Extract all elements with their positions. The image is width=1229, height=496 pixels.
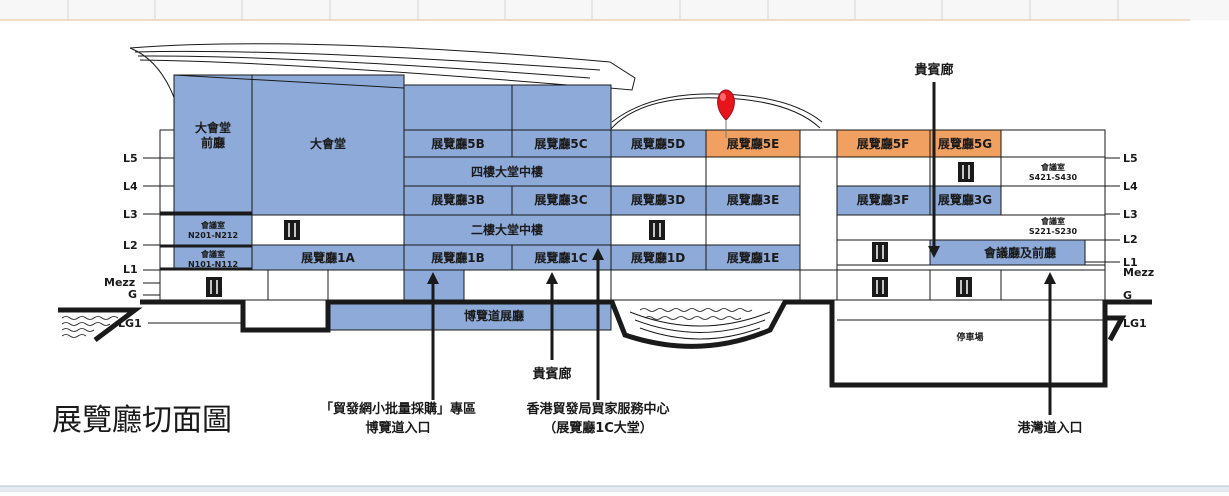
hall-3g	[929, 185, 1002, 216]
hall-1e	[705, 244, 801, 271]
level-l2-right: L2	[1123, 233, 1138, 246]
meeting-room-labels: 會議室 N201-N212 會議室 N101-N112 會議室 S421-S43…	[188, 162, 1078, 269]
callout-service-1: 香港貿發局買家服務中心	[525, 401, 669, 417]
meeting-range-n101: N101-N112	[188, 260, 238, 269]
grand-hall	[251, 74, 405, 216]
meeting-label-s421: 會議室	[1040, 162, 1065, 172]
diagram-title: 展覽廳切面圖	[52, 403, 232, 438]
level-l4-right: L4	[1123, 180, 1138, 193]
concourse-l4	[403, 156, 612, 187]
hall-3d	[610, 185, 707, 216]
east-block	[836, 129, 1106, 301]
west-block	[159, 74, 612, 331]
callout-arrows	[427, 82, 1056, 415]
level-mezz-left: Mezz	[104, 276, 135, 289]
label-hall-1e: 展覽廳1E	[727, 250, 780, 265]
conference-foyer	[929, 239, 1086, 266]
restaurant-icons	[206, 162, 974, 297]
hall-5b	[403, 129, 513, 158]
meeting-range-s421: S421-S430	[1029, 173, 1078, 182]
label-hall-5g: 展覽廳5G	[938, 136, 992, 151]
label-hall-1d: 展覽廳1D	[631, 250, 685, 265]
label-hall-3f: 展覽廳3F	[857, 192, 910, 207]
label-hall-3e: 展覽廳3E	[727, 192, 780, 207]
callout-labels: 貴賓廊 貴賓廊 「貿發網小批量採購」專區 博覽道入口 香港貿發局買家服務中心 （…	[320, 62, 1083, 436]
fork-knife-icon	[956, 277, 972, 297]
label-hall-5e: 展覽廳5E	[727, 136, 780, 151]
level-l1-left: L1	[123, 263, 138, 276]
fork-knife-icon	[872, 242, 888, 262]
meeting-range-s221: S221-S230	[1029, 227, 1078, 236]
label-hall-1c: 展覽廳1C	[534, 250, 587, 265]
callout-trade-1: 「貿發網小批量採購」專區	[320, 401, 476, 417]
level-l4-left: L4	[123, 180, 138, 193]
hall-5c	[511, 129, 612, 158]
hall-5f	[836, 129, 931, 158]
map-pin-icon[interactable]	[717, 89, 735, 138]
level-lg1-right: LG1	[1123, 317, 1147, 330]
label-concourse-l2: 二樓大堂中樓	[471, 222, 543, 237]
level-markers: L5 L4 L3 L2 L1 Mezz G LG1 L5 L4 L3 L2 L1…	[104, 152, 1154, 330]
grand-hall-foyer	[173, 74, 253, 216]
hall-5d	[610, 129, 707, 158]
fork-knife-icon	[206, 277, 222, 297]
label-hall-3g: 展覽廳3G	[938, 192, 992, 207]
label-concourse-l4: 四樓大堂中樓	[471, 164, 543, 179]
label-hall-5b: 展覽廳5B	[431, 136, 485, 151]
hall-3e	[705, 185, 801, 216]
hall-5e	[705, 129, 801, 158]
ground-outline	[58, 299, 1152, 388]
level-g-left: G	[128, 288, 137, 301]
fork-knife-icon	[872, 277, 888, 297]
label-carpark: 停車場	[956, 331, 983, 343]
label-hall-1a: 展覽廳1A	[301, 250, 355, 265]
meeting-label-s221: 會議室	[1040, 216, 1065, 226]
fork-knife-icon	[649, 220, 665, 240]
meeting-label-n101: 會議室	[200, 249, 225, 259]
label-hall-5f: 展覽廳5F	[857, 136, 910, 151]
meeting-n201	[173, 214, 253, 246]
label-expo-drive: 博覽道展廳	[464, 308, 524, 323]
label-hall-3b: 展覽廳3B	[431, 192, 485, 207]
level-l5-left: L5	[123, 152, 138, 165]
level-mezz-right: Mezz	[1123, 266, 1154, 279]
level-l3-right: L3	[1123, 208, 1138, 221]
callout-harbour: 港灣道入口	[1017, 420, 1082, 436]
label-hall-3d: 展覽廳3D	[631, 192, 685, 207]
meeting-label-n201: 會議室	[200, 220, 225, 230]
label-grand-foyer-2: 前廳	[201, 135, 225, 150]
fork-knife-icon	[958, 162, 974, 182]
label-hall-3c: 展覽廳3C	[534, 192, 587, 207]
hall-labels: 大會堂 前廳 大會堂 展覽廳5B 展覽廳5C 展覽廳5D 展覽廳5E 展覽廳5F…	[195, 120, 1056, 343]
label-grand-foyer-1: 大會堂	[195, 120, 231, 135]
level-g-right: G	[1123, 289, 1132, 302]
level-l2-left: L2	[123, 239, 138, 252]
label-conference-foyer: 會議廳及前廳	[984, 245, 1056, 260]
middle-block	[610, 129, 838, 301]
label-grand-hall: 大會堂	[310, 136, 346, 151]
level-l5-right: L5	[1123, 152, 1138, 165]
level-l1-right: L1	[1123, 256, 1138, 269]
label-hall-1b: 展覽廳1B	[431, 250, 485, 265]
callout-vip-bottom: 貴賓廊	[532, 366, 571, 382]
hall-5g	[929, 129, 1002, 158]
label-hall-5c: 展覽廳5C	[534, 136, 587, 151]
callout-trade-2: 博覽道入口	[365, 420, 430, 436]
label-hall-5d: 展覽廳5D	[631, 136, 685, 151]
fork-knife-icon	[284, 220, 300, 240]
level-l3-left: L3	[123, 208, 138, 221]
level-lg1-left: LG1	[118, 317, 142, 330]
meeting-range-n201: N201-N212	[188, 231, 238, 240]
hall-1a	[251, 244, 405, 271]
callout-service-2: （展覽廳1C大堂）	[543, 420, 653, 436]
water-waves	[61, 308, 753, 338]
callout-vip-top: 貴賓廊	[914, 62, 953, 78]
